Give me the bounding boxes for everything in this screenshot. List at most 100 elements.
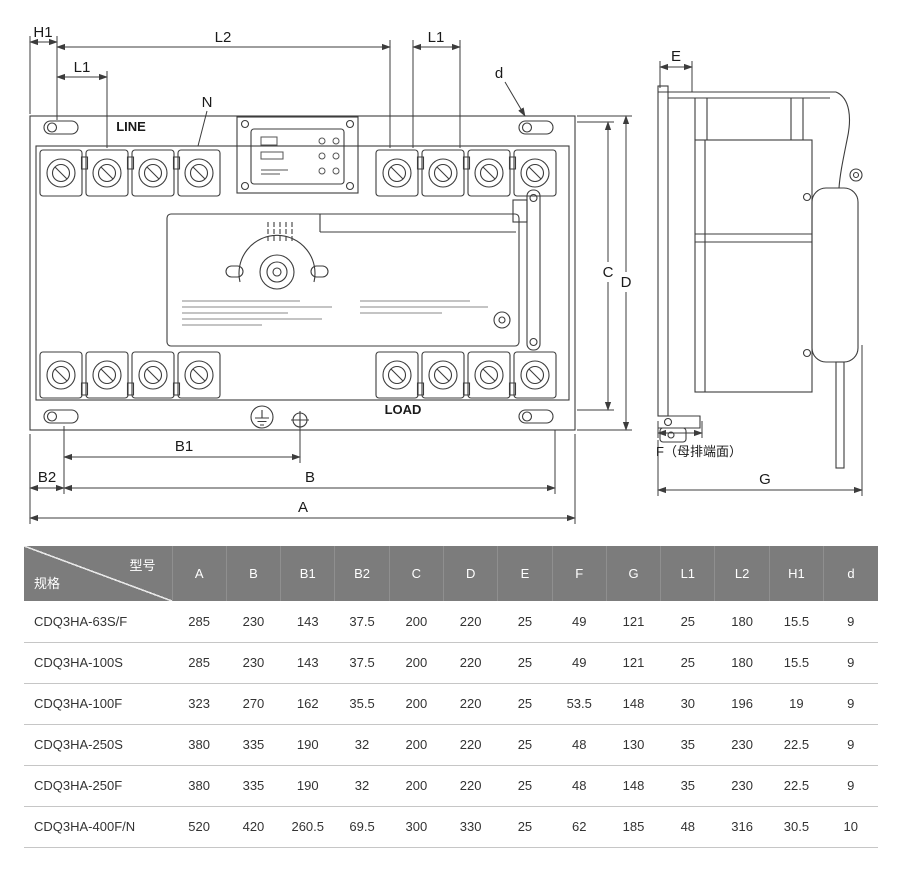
corner-spec-label: 规格 xyxy=(34,576,61,591)
value-cell: 230 xyxy=(226,601,281,643)
value-cell: 285 xyxy=(172,601,227,643)
crosshair-mark xyxy=(291,411,309,429)
bottom-terminal-row xyxy=(39,351,557,399)
value-cell: 200 xyxy=(389,724,444,766)
value-cell: 25 xyxy=(497,765,553,807)
column-header-l1: L1 xyxy=(660,546,715,601)
value-cell: 32 xyxy=(334,765,390,807)
corner-model-label: 型号 xyxy=(129,558,156,573)
value-cell: 196 xyxy=(714,683,770,725)
value-cell: 25 xyxy=(660,601,715,643)
front-view xyxy=(29,115,576,431)
value-cell: 230 xyxy=(714,765,770,807)
dim-label-h1: H1 xyxy=(33,24,52,41)
dim-label-b1: B1 xyxy=(175,438,193,455)
value-cell: 220 xyxy=(443,765,498,807)
top-terminal-row xyxy=(39,149,557,197)
value-cell: 32 xyxy=(334,724,390,766)
model-cell: CDQ3HA-250F xyxy=(24,765,172,807)
value-cell: 220 xyxy=(443,724,498,766)
value-cell: 420 xyxy=(226,806,281,848)
model-cell: CDQ3HA-100S xyxy=(24,642,172,684)
corner-header-cell: 型号 规格 xyxy=(24,546,172,601)
front-panel xyxy=(166,213,520,347)
value-cell: 180 xyxy=(714,642,770,684)
value-cell: 25 xyxy=(660,642,715,684)
column-header-d: D xyxy=(442,546,498,601)
line-terminal-label: LINE xyxy=(116,119,146,134)
dim-label-g: G xyxy=(759,471,771,488)
value-cell: 148 xyxy=(606,683,661,725)
value-cell: 25 xyxy=(497,724,553,766)
dim-label-l1-right: L1 xyxy=(428,29,445,46)
value-cell: 220 xyxy=(443,601,498,643)
side-view-labels: E F（母排端面） G xyxy=(656,48,771,488)
rotary-switch xyxy=(225,234,329,290)
model-cell: CDQ3HA-100F xyxy=(24,683,172,725)
column-header-f: F xyxy=(551,546,607,601)
value-cell: 37.5 xyxy=(334,642,390,684)
controller-module xyxy=(236,116,359,194)
side-mounting-bracket xyxy=(657,85,701,443)
model-cell: CDQ3HA-400F/N xyxy=(24,806,172,848)
value-cell: 25 xyxy=(497,642,553,684)
front-view-labels: H1 L2 L1 L1 d N C D B1 B2 B A LINE LOAD xyxy=(33,24,631,516)
side-view-dimensions xyxy=(657,61,863,496)
value-cell: 49 xyxy=(552,642,607,684)
value-cell: 185 xyxy=(606,806,661,848)
extension-lines xyxy=(29,36,632,524)
side-top-terminals xyxy=(658,91,850,189)
value-cell: 190 xyxy=(280,724,335,766)
value-cell: 200 xyxy=(389,765,444,807)
value-cell: 520 xyxy=(172,806,227,848)
value-cell: 25 xyxy=(497,806,553,848)
model-cell: CDQ3HA-250S xyxy=(24,724,172,766)
value-cell: 130 xyxy=(606,724,661,766)
value-cell: 9 xyxy=(823,642,878,684)
value-cell: 48 xyxy=(660,806,715,848)
controller-display xyxy=(260,136,340,175)
side-right-cover xyxy=(802,168,863,469)
value-cell: 53.5 xyxy=(552,683,607,725)
value-cell: 380 xyxy=(172,724,227,766)
ground-symbol xyxy=(250,405,274,429)
value-cell: 380 xyxy=(172,765,227,807)
neutral-callout-label: N xyxy=(202,94,213,111)
column-header-b: B xyxy=(225,546,281,601)
column-header-h1: H1 xyxy=(768,546,824,601)
side-handle-bar xyxy=(512,189,541,351)
load-terminal-label: LOAD xyxy=(385,402,422,417)
value-cell: 35 xyxy=(660,724,715,766)
front-view-dimensions xyxy=(29,36,632,524)
dim-label-l2: L2 xyxy=(215,29,232,46)
value-cell: 9 xyxy=(823,765,878,807)
value-cell: 270 xyxy=(226,683,281,725)
column-header-l2: L2 xyxy=(714,546,770,601)
value-cell: 9 xyxy=(823,601,878,643)
value-cell: 220 xyxy=(443,683,498,725)
mounting-slot-holes xyxy=(43,120,554,424)
value-cell: 200 xyxy=(389,642,444,684)
value-cell: 162 xyxy=(280,683,335,725)
value-cell: 335 xyxy=(226,724,281,766)
dimension-drawing: H1 L2 L1 L1 d N C D B1 B2 B A LINE LOAD xyxy=(29,24,863,524)
value-cell: 148 xyxy=(606,765,661,807)
value-cell: 37.5 xyxy=(334,601,390,643)
value-cell: 49 xyxy=(552,601,607,643)
value-cell: 316 xyxy=(714,806,770,848)
value-cell: 35.5 xyxy=(334,683,390,725)
value-cell: 15.5 xyxy=(769,601,824,643)
value-cell: 25 xyxy=(497,601,553,643)
value-cell: 285 xyxy=(172,642,227,684)
value-cell: 48 xyxy=(552,724,607,766)
value-cell: 35 xyxy=(660,765,715,807)
value-cell: 62 xyxy=(552,806,607,848)
value-cell: 230 xyxy=(714,724,770,766)
